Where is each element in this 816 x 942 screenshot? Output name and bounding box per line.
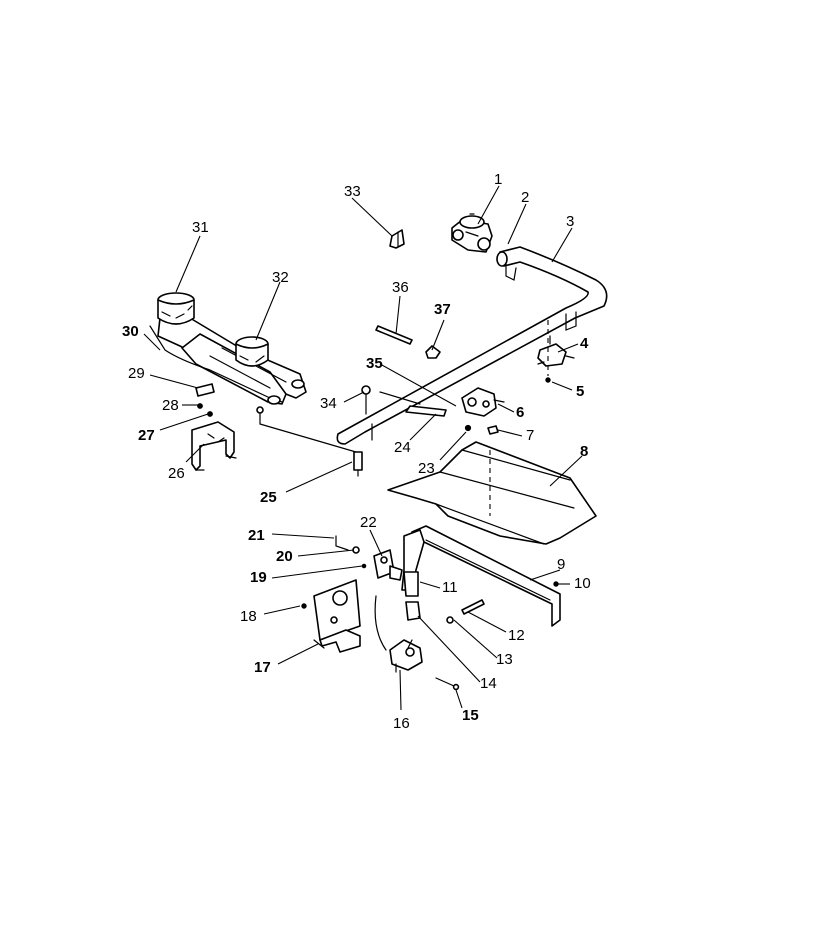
callout-14: 14 [480, 675, 497, 692]
callout-34: 34 [320, 395, 337, 412]
burner-valve-4 [537, 320, 575, 383]
callout-13: 13 [496, 651, 513, 668]
callout-5: 5 [576, 383, 584, 400]
callout-30: 30 [122, 323, 139, 340]
callout-16: 16 [393, 715, 410, 732]
mounting-bracket-26 [191, 421, 237, 471]
callout-28: 28 [162, 397, 179, 414]
callout-21: 21 [248, 527, 265, 544]
callout-4: 4 [580, 335, 589, 352]
callout-31: 31 [192, 219, 209, 236]
callout-8: 8 [580, 443, 588, 460]
callout-35: 35 [366, 355, 383, 372]
callout-24: 24 [394, 439, 411, 456]
burner-baffle [387, 441, 597, 545]
callout-29: 29 [128, 365, 145, 382]
callout-9: 9 [557, 556, 565, 573]
leader-lines [143, 185, 583, 711]
oven-valve-6 [461, 387, 505, 435]
thermocouple-tube [256, 406, 363, 477]
callout-6: 6 [516, 404, 524, 421]
mounting-plate-17 [301, 579, 361, 653]
oven-burner-9 [401, 525, 561, 627]
oven-thermostat-16 [374, 595, 423, 673]
callout-20: 20 [276, 548, 293, 565]
callout-1: 1 [494, 171, 502, 188]
callout-37: 37 [434, 301, 451, 318]
manifold-pipe [336, 246, 608, 445]
callout-15: 15 [462, 707, 479, 724]
bracket-33 [389, 229, 405, 249]
pressure-regulator [451, 213, 493, 253]
callout-12: 12 [508, 627, 525, 644]
callout-11: 11 [442, 579, 458, 596]
valve-bracket-22 [335, 535, 403, 581]
callout-32: 32 [272, 269, 289, 286]
callout-18: 18 [240, 608, 257, 625]
callout-labels: 1 2 3 4 5 6 7 8 9 10 11 12 13 14 15 16 1… [122, 171, 591, 732]
callout-27: 27 [138, 427, 155, 444]
callout-36: 36 [392, 279, 409, 296]
callout-19: 19 [250, 569, 267, 586]
callout-10: 10 [574, 575, 591, 592]
callout-33: 33 [344, 183, 361, 200]
orifice-parts [361, 325, 447, 417]
callout-22: 22 [360, 514, 377, 531]
callout-23: 23 [418, 460, 435, 477]
callout-3: 3 [566, 213, 574, 230]
callout-17: 17 [254, 659, 271, 676]
callout-2: 2 [521, 189, 529, 206]
small-parts-left [195, 383, 215, 417]
top-burner-assembly [149, 292, 307, 405]
callout-25: 25 [260, 489, 277, 506]
callout-7: 7 [526, 427, 534, 444]
callout-26: 26 [168, 465, 185, 482]
